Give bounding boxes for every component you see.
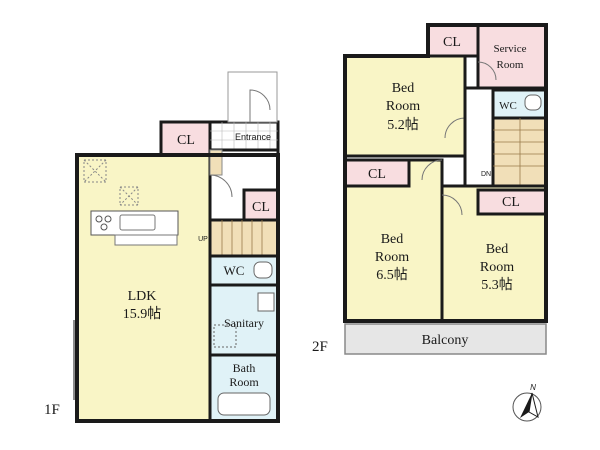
up-label: UP xyxy=(198,236,208,243)
stairs-1f xyxy=(208,218,280,258)
porch xyxy=(227,71,278,123)
closet-2f-right-label: CL xyxy=(502,195,520,210)
floor-2f xyxy=(343,23,548,355)
wc-2f-label: WC xyxy=(499,100,517,112)
kitchen-island xyxy=(114,234,178,246)
washer-icon xyxy=(213,324,237,348)
bed-right-label-1: Bed xyxy=(486,242,509,257)
ldk-room xyxy=(75,153,213,423)
service-label-1: Service xyxy=(494,43,527,55)
stair-treads xyxy=(493,118,546,186)
bed-left-label-1: Bed xyxy=(381,232,404,247)
service-label-2: Room xyxy=(497,59,524,71)
bathtub-icon xyxy=(217,392,271,416)
stove-icon xyxy=(100,223,108,231)
bed-right-size: 5.3帖 xyxy=(481,277,513,293)
service-room xyxy=(476,23,548,90)
stair-treads xyxy=(221,220,263,256)
toilet-icon xyxy=(253,261,273,279)
stairs-2f xyxy=(491,116,548,188)
floor-1f-label: 1F xyxy=(44,402,60,418)
closet-1f-b xyxy=(242,188,280,222)
floor-2f-label: 2F xyxy=(312,339,328,355)
floor-1f xyxy=(73,71,280,423)
ldk-size: 15.9帖 xyxy=(123,306,162,322)
bed-top-label-1: Bed xyxy=(392,81,415,96)
wc-1f-label: WC xyxy=(224,263,245,278)
dn-label: DN xyxy=(481,171,491,178)
washbasin-icon xyxy=(257,292,275,312)
toilet-icon xyxy=(524,94,542,111)
stove-icon xyxy=(95,215,103,223)
entrance-label: Entrance xyxy=(235,132,271,142)
bed-top-label-2: Room xyxy=(386,99,420,114)
balcony xyxy=(344,323,547,355)
bed-left-label-2: Room xyxy=(375,250,409,265)
bath-label-1: Bath xyxy=(233,361,256,375)
closet-2f-left-label: CL xyxy=(368,167,386,182)
closet-2f-top-label: CL xyxy=(443,35,461,50)
closet-1f-a-label: CL xyxy=(177,133,195,148)
bed-top-size: 5.2帖 xyxy=(387,117,419,133)
ldk-label: LDK xyxy=(128,289,157,304)
fridge-box xyxy=(83,159,107,183)
closet-2f-right xyxy=(476,188,548,216)
compass-label: N xyxy=(530,383,536,392)
entrance-tiles xyxy=(210,122,278,150)
compass: N xyxy=(512,383,542,422)
bath-label-2: Room xyxy=(229,375,259,389)
sink-icon xyxy=(119,214,156,231)
balcony-label: Balcony xyxy=(422,333,469,348)
bed-right-label-2: Room xyxy=(480,260,514,275)
stove-icon xyxy=(104,215,112,223)
pantry-box xyxy=(119,186,139,206)
closet-2f-left xyxy=(343,158,411,188)
sanitary-label: Sanitary xyxy=(224,316,264,330)
bed-left-size: 6.5帖 xyxy=(376,267,408,283)
closet-1f-b-label: CL xyxy=(252,200,270,215)
labels: LDK 15.9帖 CL Entrance CL UP WC Sanitary … xyxy=(44,35,527,418)
